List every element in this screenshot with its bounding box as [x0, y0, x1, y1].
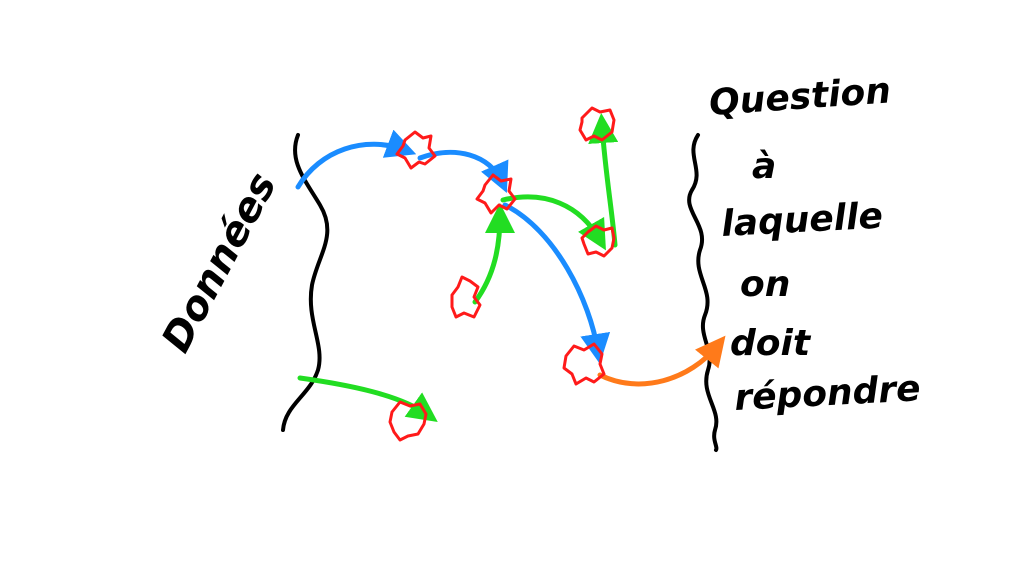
node-5 [580, 224, 616, 258]
arrow-blue-node-2-to-node-7 [502, 202, 611, 364]
data-label: Données [153, 165, 285, 359]
node-7 [562, 342, 606, 386]
question-label: Question à laquelle on doit répondre [708, 70, 922, 419]
node-6 [450, 275, 482, 319]
question-label-line-5: doit [730, 323, 812, 364]
question-label-line-3: laquelle [720, 196, 883, 245]
question-label-line-2: à [752, 146, 776, 187]
node-8 [388, 400, 428, 442]
question-label-line-6: répondre [733, 368, 921, 419]
arrow-blue-data-to-node-1 [295, 129, 417, 190]
question-label-line-4: on [740, 264, 790, 305]
arrow-green-data-to-node-8 [297, 375, 438, 422]
arrow-blue-node-1-to-node-2 [417, 149, 509, 193]
node-2 [475, 173, 517, 215]
arrow-orange-node-7-to-question [597, 335, 726, 387]
data-boundary-line [281, 133, 330, 432]
question-boundary-line [687, 133, 719, 452]
question-label-line-1: Question [708, 70, 892, 124]
node-1 [395, 130, 437, 170]
node-4 [578, 106, 616, 142]
arrow-green-node-6-to-node-3 [472, 203, 515, 305]
